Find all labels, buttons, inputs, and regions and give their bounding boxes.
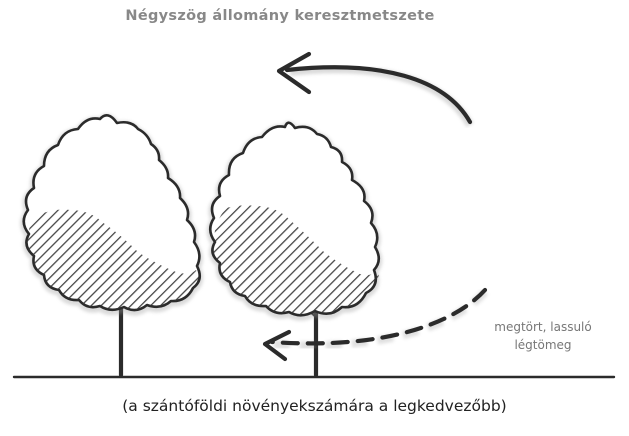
diagram-caption: (a szántóföldi növényekszámára a legkedv… (122, 397, 507, 415)
air-mass-label-line1: megtört, lassuló (494, 320, 592, 334)
tree-icon (206, 121, 383, 378)
air-mass-label-line2: légtömeg (514, 338, 572, 352)
air-mass-label: megtört, lassuló légtömeg (470, 318, 616, 354)
dashed-curved-arrow-left-icon (262, 287, 488, 362)
curved-arrow-left-icon (276, 51, 474, 128)
tree-icon (20, 113, 204, 378)
diagram-title: Négyszög állomány keresztmetszete (125, 8, 435, 24)
